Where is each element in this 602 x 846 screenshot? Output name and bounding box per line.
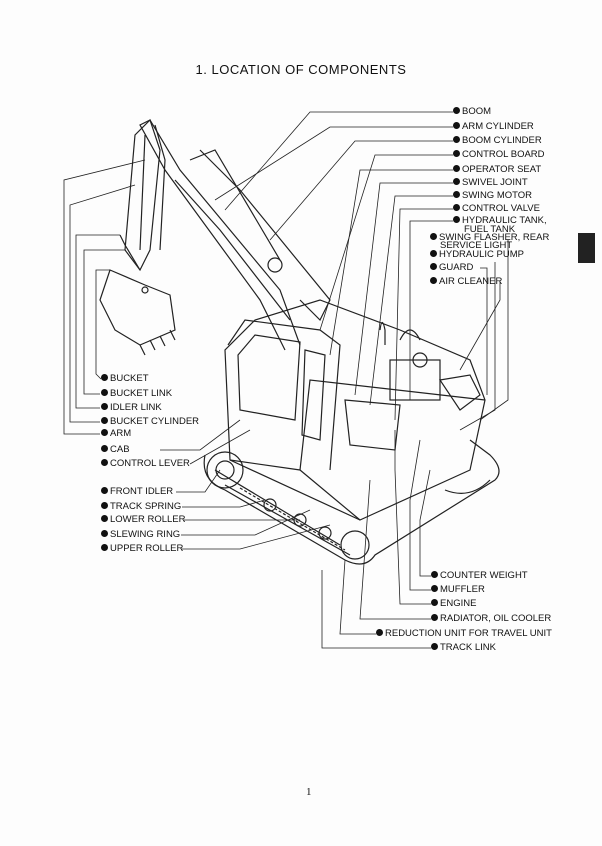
label-upper-roller: UPPER ROLLER [101,544,183,554]
label-front-idler: FRONT IDLER [101,487,173,497]
label-engine: ENGINE [431,599,476,609]
label-track-link: TRACK LINK [431,643,496,653]
label-guard: GUARD [430,263,473,273]
page-title: 1. LOCATION OF COMPONENTS [195,62,407,77]
label-operator-seat: OPERATOR SEAT [453,165,541,175]
label-radiator-oil-cooler: RADIATOR, OIL COOLER [431,614,551,624]
label-swing-flasher: SWING FLASHER, REAR [430,233,549,243]
label-arm: ARM [101,429,131,439]
section-tab-marker [578,233,595,263]
label-idler-link: IDLER LINK [101,403,162,413]
label-hydraulic-tank: HYDRAULIC TANK, [453,216,547,226]
label-control-valve: CONTROL VALVE [453,204,540,214]
label-control-lever: CONTROL LEVER [101,459,190,469]
label-hydraulic-pump: HYDRAULIC PUMP [430,250,524,260]
label-bucket-cylinder: BUCKET CYLINDER [101,417,199,427]
label-bucket: BUCKET [101,374,149,384]
label-muffler: MUFFLER [431,585,485,595]
label-bucket-link: BUCKET LINK [101,389,172,399]
label-reduction-unit: REDUCTION UNIT FOR TRAVEL UNIT [376,629,552,639]
page-number: 1 [306,786,312,798]
label-counter-weight: COUNTER WEIGHT [431,571,528,581]
label-slewing-ring: SLEWING RING [101,530,180,540]
label-fuel-tank: FUEL TANK [464,224,516,235]
label-lower-roller: LOWER ROLLER [101,515,186,525]
label-track-spring: TRACK SPRING [101,502,181,512]
label-cab: CAB [101,445,130,455]
label-swing-motor: SWING MOTOR [453,191,532,201]
label-control-board: CONTROL BOARD [453,150,545,160]
leader-lines [63,111,509,649]
label-swivel-joint: SWIVEL JOINT [453,178,528,188]
label-service-light: SERVICE LIGHT [440,240,513,251]
label-arm-cylinder: ARM CYLINDER [453,122,534,132]
excavator-drawing [99,118,500,565]
label-air-cleaner: AIR CLEANER [430,277,502,287]
label-boom: BOOM [453,107,491,117]
label-boom-cylinder: BOOM CYLINDER [453,136,542,146]
